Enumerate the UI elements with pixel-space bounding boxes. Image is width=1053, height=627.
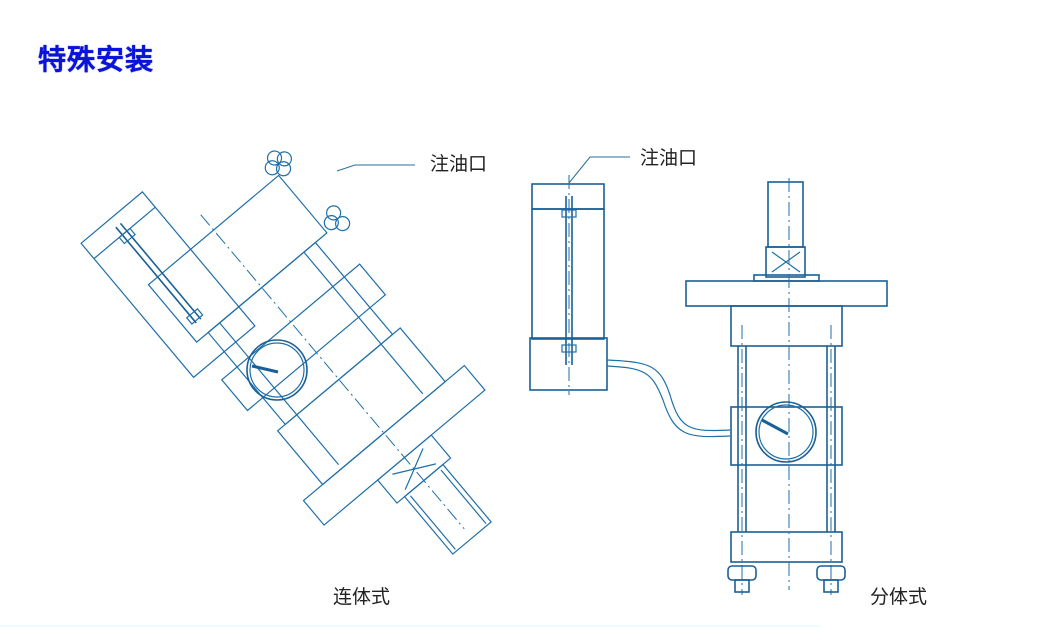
split-oil-hose: [606, 359, 731, 438]
integral-caption: 连体式: [333, 586, 391, 608]
integral-piston-rod: [403, 463, 492, 555]
integral-cylinder-body: [147, 150, 465, 530]
page-title: 特殊安装: [38, 43, 155, 76]
split-oil-port-leader: [568, 156, 630, 184]
integral-oil-tank: [80, 191, 256, 379]
integral-assembly: [80, 150, 492, 555]
integral-pressure-gauge: [246, 339, 308, 401]
split-oil-tank: [529, 175, 608, 395]
bottom-strip: [0, 625, 820, 627]
split-oil-port-label: 注油口: [640, 147, 698, 169]
integral-oil-port-leader: [336, 164, 415, 172]
split-pressure-gauge: [755, 401, 817, 463]
split-cylinder-body: [685, 178, 888, 595]
integral-oil-port-label: 注油口: [430, 153, 488, 175]
split-assembly: [529, 156, 888, 595]
split-caption: 分体式: [870, 586, 928, 608]
